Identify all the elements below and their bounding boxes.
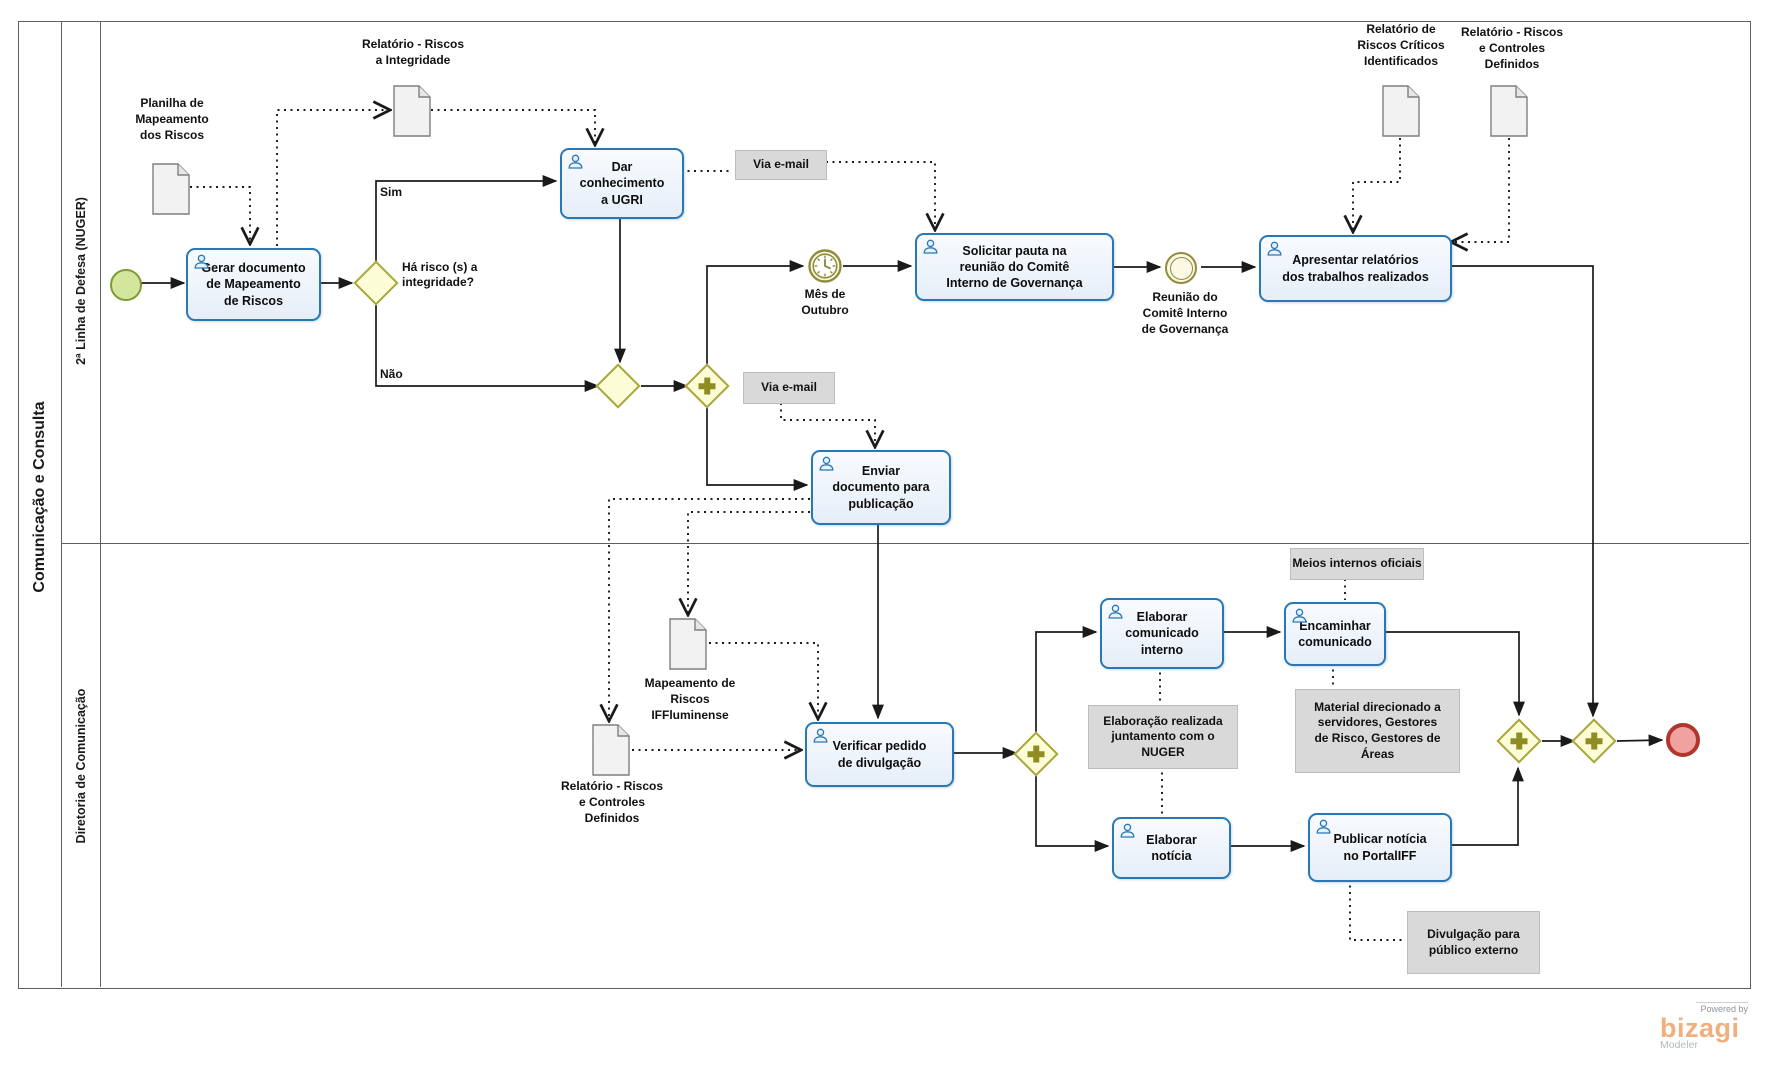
- timer-event[interactable]: [807, 248, 843, 284]
- end-event[interactable]: [1666, 723, 1700, 757]
- plus-icon: [1505, 727, 1533, 755]
- annotation-divulgacao[interactable]: Divulgação para público externo: [1407, 911, 1540, 974]
- user-task-icon: [1107, 604, 1124, 619]
- start-event[interactable]: [110, 269, 142, 301]
- gateway-question-label: Há risco (s) a integridade?: [402, 260, 478, 289]
- annotation-material[interactable]: Material direcionado a servidores, Gesto…: [1295, 689, 1460, 773]
- lane-label-divider: [100, 21, 101, 987]
- data-object-label: Relatório - Riscos e Controles Definidos: [1460, 25, 1564, 71]
- data-object-planilha[interactable]: [152, 163, 190, 220]
- task-label: Verificar pedido de divulgação: [832, 739, 927, 770]
- task-enviar-documento[interactable]: Enviar documento para publicação: [811, 450, 951, 525]
- task-publicar-noticia[interactable]: Publicar notícia no PortalIFF: [1308, 813, 1452, 882]
- bizagi-logo: Powered by bizagi Modeler: [1660, 1002, 1750, 1051]
- annotation-via-email-2[interactable]: Via e-mail: [743, 372, 835, 404]
- timer-icon: [808, 249, 842, 283]
- data-object-relatorio-controles-bottom[interactable]: [592, 724, 630, 781]
- annotation-meios-internos[interactable]: Meios internos oficiais: [1290, 548, 1424, 580]
- user-task-icon: [818, 456, 835, 471]
- pool-label-divider: [61, 21, 62, 987]
- data-object-relatorio-integridade[interactable]: [393, 85, 431, 142]
- data-object-label: Mapeamento de Riscos IFFluminense: [644, 676, 736, 722]
- lane-label-nuger: 2ª Linha de Defesa (NUGER): [74, 197, 88, 365]
- task-label: Solicitar pauta na reunião do Comitê Int…: [946, 243, 1083, 291]
- user-task-icon: [193, 254, 210, 269]
- task-label: Encaminhar comunicado: [1298, 618, 1372, 649]
- user-task-icon: [1291, 608, 1308, 623]
- task-solicitar-pauta[interactable]: Solicitar pauta na reunião do Comitê Int…: [915, 233, 1114, 301]
- task-label: Publicar notícia no PortalIFF: [1333, 832, 1427, 863]
- user-task-icon: [1266, 241, 1283, 256]
- task-label: Elaborar comunicado interno: [1125, 610, 1199, 657]
- bizagi-modeler-label: Modeler: [1660, 1039, 1698, 1052]
- document-icon: [592, 724, 630, 776]
- task-elaborar-comunicado[interactable]: Elaborar comunicado interno: [1100, 598, 1224, 669]
- bizagi-wordmark: bizagi: [1660, 1013, 1740, 1043]
- task-gerar-documento[interactable]: Gerar documento de Mapeamento de Riscos: [186, 248, 321, 321]
- data-object-label: Planilha de Mapeamento dos Riscos: [135, 96, 209, 142]
- annotation-elaboracao[interactable]: Elaboração realizada juntamento com o NU…: [1088, 705, 1238, 769]
- document-icon: [1382, 85, 1420, 137]
- intermediate-event-reuniao[interactable]: [1165, 252, 1197, 284]
- intermediate-event-label: Reunião do Comitê Interno de Governança: [1141, 290, 1229, 336]
- gateway-no-label: Não: [380, 367, 403, 381]
- task-label: Elaborar notícia: [1146, 832, 1197, 863]
- user-task-icon: [1119, 823, 1136, 838]
- powered-by-label: Powered by: [1696, 1002, 1748, 1014]
- pool-title: Comunicação e Consulta: [31, 401, 48, 593]
- task-elaborar-noticia[interactable]: Elaborar notícia: [1112, 817, 1231, 879]
- plus-icon: [693, 372, 721, 400]
- data-object-relatorio-criticos[interactable]: [1382, 85, 1420, 142]
- plus-icon: [1580, 727, 1608, 755]
- data-object-label: Relatório - Riscos e Controles Definidos: [560, 779, 664, 825]
- data-object-mapeamento-iff[interactable]: [669, 618, 707, 675]
- gateway-yes-label: Sim: [380, 185, 403, 199]
- user-task-icon: [922, 239, 939, 254]
- document-icon: [393, 85, 431, 137]
- annotation-via-email-1[interactable]: Via e-mail: [735, 150, 827, 180]
- lane-divider: [61, 543, 1749, 544]
- data-object-label: Relatório - Riscos a Integridade: [361, 37, 465, 67]
- task-verificar-pedido[interactable]: Verificar pedido de divulgação: [805, 722, 954, 787]
- data-object-label: Relatório de Riscos Críticos Identificad…: [1357, 22, 1445, 68]
- document-icon: [669, 618, 707, 670]
- timer-event-label: Mês de Outubro: [801, 287, 849, 317]
- plus-icon: [1022, 740, 1050, 768]
- task-label: Gerar documento de Mapeamento de Riscos: [201, 261, 306, 308]
- task-label: Apresentar relatórios dos trabalhos real…: [1282, 253, 1429, 284]
- lane-label-diretoria: Diretoria de Comunicação: [74, 688, 88, 844]
- task-label: Enviar documento para publicação: [832, 464, 930, 511]
- user-task-icon: [812, 728, 829, 743]
- data-object-relatorio-controles-top[interactable]: [1490, 85, 1528, 142]
- task-label: Dar conhecimento a UGRI: [579, 160, 665, 207]
- task-encaminhar-comunicado[interactable]: Encaminhar comunicado: [1284, 602, 1386, 666]
- user-task-icon: [567, 154, 584, 169]
- pool-border: [18, 21, 1751, 989]
- task-dar-conhecimento[interactable]: Dar conhecimento a UGRI: [560, 148, 684, 219]
- user-task-icon: [1315, 819, 1332, 834]
- document-icon: [152, 163, 190, 215]
- document-icon: [1490, 85, 1528, 137]
- task-apresentar-relatorios[interactable]: Apresentar relatórios dos trabalhos real…: [1259, 235, 1452, 302]
- intermediate-event-ring: [1169, 256, 1193, 280]
